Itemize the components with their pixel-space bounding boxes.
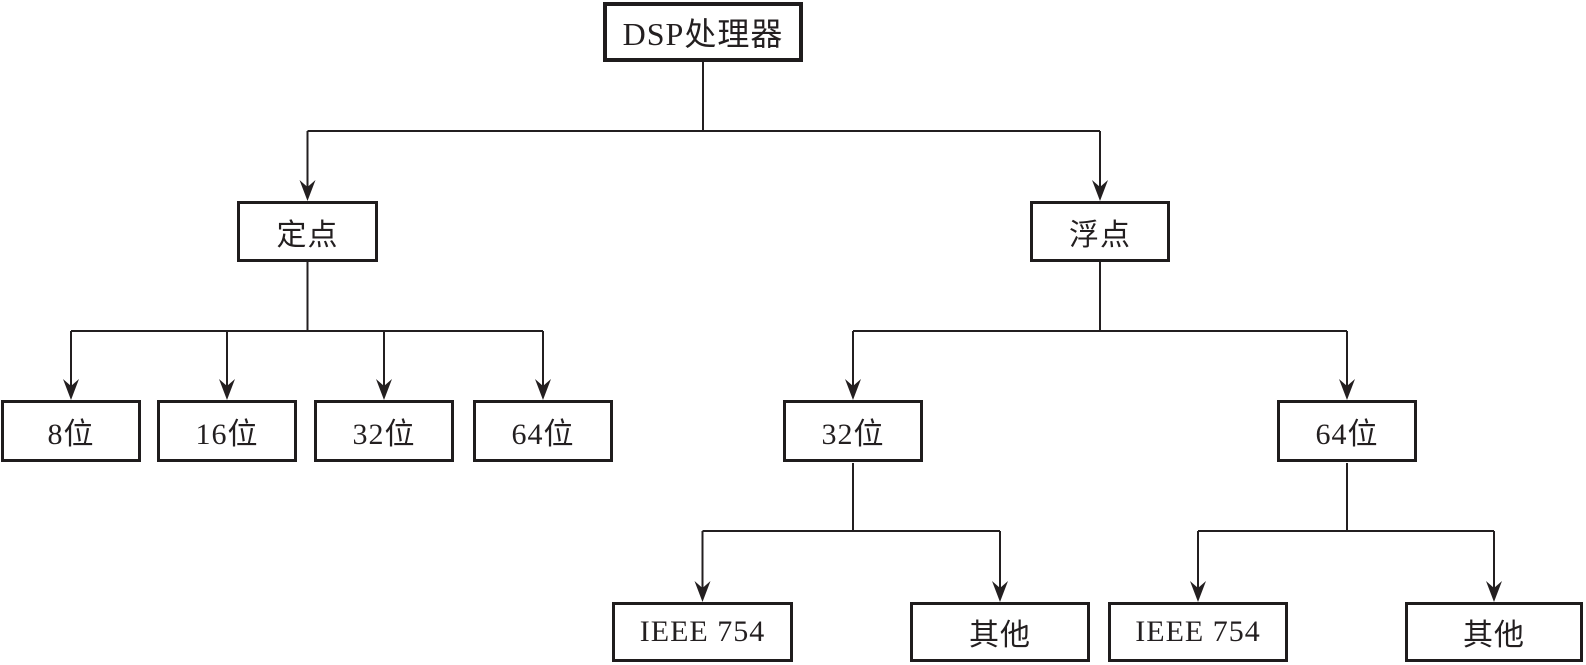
node-floating-point: 浮点	[1030, 201, 1170, 262]
node-float32-other: 其他	[910, 602, 1090, 662]
arrow-down-icon	[1486, 581, 1502, 602]
arrow-down-icon	[1190, 581, 1206, 602]
node-fixed-8bit: 8位	[1, 400, 141, 462]
node-float-32bit: 32位	[783, 400, 923, 462]
arrow-down-icon	[219, 379, 235, 400]
arrow-down-icon	[845, 379, 861, 400]
arrow-down-icon	[1092, 180, 1108, 201]
arrow-down-icon	[694, 581, 711, 602]
arrow-down-icon	[63, 379, 79, 400]
arrow-down-icon	[992, 581, 1008, 602]
arrow-down-icon	[376, 379, 392, 400]
node-fixed-point: 定点	[237, 201, 378, 262]
node-float32-ieee754: IEEE 754	[612, 602, 793, 662]
node-dsp-processor: DSP处理器	[603, 2, 803, 62]
node-float-64bit: 64位	[1277, 400, 1417, 462]
node-fixed-16bit: 16位	[157, 400, 297, 462]
arrow-down-icon	[535, 379, 551, 400]
arrow-down-icon	[1339, 379, 1355, 400]
node-float64-ieee754: IEEE 754	[1108, 602, 1288, 662]
node-fixed-64bit: 64位	[473, 400, 613, 462]
node-float64-other: 其他	[1405, 602, 1583, 662]
node-fixed-32bit: 32位	[314, 400, 454, 462]
arrow-down-icon	[299, 180, 316, 201]
